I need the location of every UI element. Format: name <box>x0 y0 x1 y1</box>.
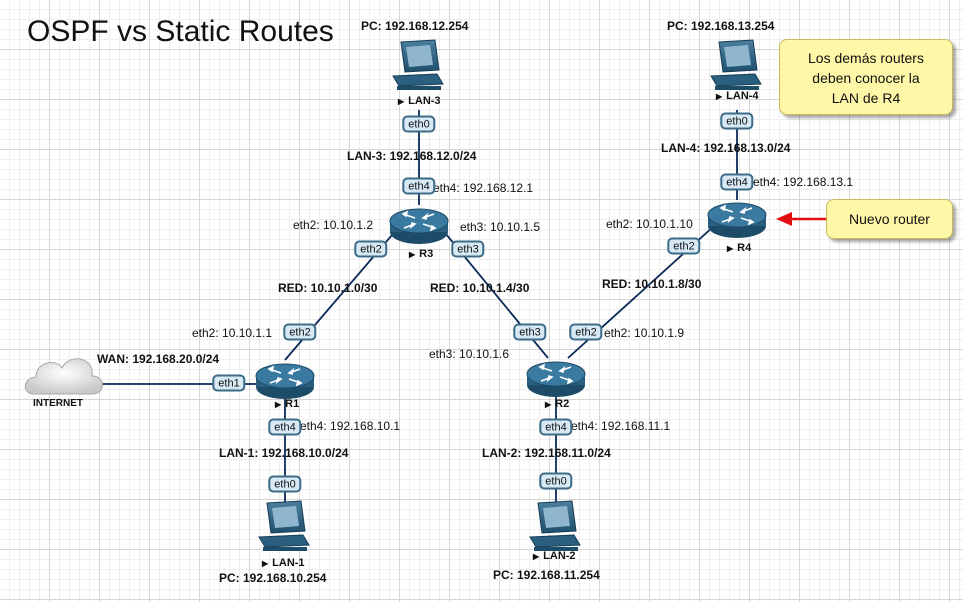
play-icon: ▶ <box>533 552 540 561</box>
device-label-lan2: ▶LAN-2 <box>533 550 576 562</box>
device-name: R2 <box>555 398 570 410</box>
port-r1-eth2[interactable]: eth2 <box>283 323 317 341</box>
device-name: LAN-2 <box>543 550 576 562</box>
pc-icon-lan4[interactable] <box>710 39 762 90</box>
port-lan1-eth0[interactable]: eth0 <box>268 475 302 493</box>
router-icon-r1[interactable] <box>255 363 315 399</box>
device-name: R3 <box>419 248 434 260</box>
page-title: OSPF vs Static Routes <box>27 15 334 48</box>
pc-label-lan2: PC: 192.168.11.254 <box>493 568 600 582</box>
note-nuevo-router: Nuevo router <box>826 199 953 239</box>
device-name: R4 <box>737 242 752 254</box>
cloud-icon <box>24 358 103 395</box>
device-label-lan3: ▶LAN-3 <box>398 95 441 107</box>
play-icon: ▶ <box>545 400 552 409</box>
ip-label-r1-eth4: eth4: 192.168.10.1 <box>300 419 401 433</box>
network-label-red-r2-r4: RED: 10.10.1.8/30 <box>602 277 702 291</box>
port-r3-eth4[interactable]: eth4 <box>402 177 436 195</box>
note-line: deben conocer la <box>812 70 920 86</box>
router-icon-r2[interactable] <box>526 361 586 397</box>
ip-label-r2-eth4: eth4: 192.168.11.1 <box>571 419 671 433</box>
network-label-lan1: LAN-1: 192.168.10.0/24 <box>219 446 349 460</box>
device-name: LAN-3 <box>408 95 441 107</box>
device-label-internet: INTERNET <box>33 398 83 409</box>
play-icon: ▶ <box>409 250 416 259</box>
port-lan3-eth0[interactable]: eth0 <box>402 115 436 133</box>
port-r1-eth1[interactable]: eth1 <box>212 374 246 392</box>
note-routers: Los demás routers deben conocer la LAN d… <box>779 39 953 115</box>
port-r2-eth2[interactable]: eth2 <box>569 323 603 341</box>
pc-label-lan3: PC: 192.168.12.254 <box>361 19 469 33</box>
pc-label-lan4: PC: 192.168.13.254 <box>667 19 775 33</box>
device-name: LAN-4 <box>726 90 759 102</box>
network-label-lan4: LAN-4: 192.168.13.0/24 <box>661 141 791 155</box>
router-icon-r4[interactable] <box>707 202 767 238</box>
red-arrow-icon <box>776 212 826 226</box>
port-r2-eth3[interactable]: eth3 <box>513 323 547 341</box>
port-r3-eth3[interactable]: eth3 <box>451 240 485 258</box>
pc-label-lan1: PC: 192.168.10.254 <box>219 571 327 585</box>
device-label-lan4: ▶LAN-4 <box>716 90 759 102</box>
play-icon: ▶ <box>716 92 723 101</box>
port-r2-eth4[interactable]: eth4 <box>539 418 573 436</box>
router-icon-r3[interactable] <box>389 208 449 244</box>
play-icon: ▶ <box>262 559 269 568</box>
device-name: R1 <box>285 398 300 410</box>
ip-label-r4-eth4: eth4: 192.168.13.1 <box>753 175 854 189</box>
pc-icon-lan2[interactable] <box>529 500 581 551</box>
ip-label-r3-eth3: eth3: 10.10.1.5 <box>460 220 541 234</box>
port-lan2-eth0[interactable]: eth0 <box>539 472 573 490</box>
port-lan4-eth0[interactable]: eth0 <box>720 112 754 130</box>
network-label-lan2: LAN-2: 192.168.11.0/24 <box>482 446 611 460</box>
pc-icon-lan3[interactable] <box>392 39 444 90</box>
port-r4-eth2[interactable]: eth2 <box>667 237 701 255</box>
play-icon: ▶ <box>398 97 405 106</box>
port-r1-eth4[interactable]: eth4 <box>268 418 302 436</box>
network-label-red-r3-r2: RED: 10.10.1.4/30 <box>430 281 530 295</box>
network-label-wan: WAN: 192.168.20.0/24 <box>97 352 220 366</box>
play-icon: ▶ <box>727 244 734 253</box>
note-line: LAN de R4 <box>831 90 901 106</box>
ip-label-r3-eth2: eth2: 10.10.1.2 <box>293 218 374 232</box>
port-r3-eth2[interactable]: eth2 <box>354 240 388 258</box>
device-label-r1: ▶R1 <box>275 398 299 410</box>
device-label-r4: ▶R4 <box>727 242 751 254</box>
device-label-r2: ▶R2 <box>545 398 569 410</box>
ip-label-r2-eth2: eth2: 10.10.1.9 <box>604 326 685 340</box>
ip-label-r2-eth3: eth3: 10.10.1.6 <box>429 347 510 361</box>
ip-label-r3-eth4: eth4: 192.168.12.1 <box>433 181 534 195</box>
play-icon: ▶ <box>275 400 282 409</box>
network-label-lan3: LAN-3: 192.168.12.0/24 <box>347 149 477 163</box>
device-label-r3: ▶R3 <box>409 248 433 260</box>
port-r4-eth4[interactable]: eth4 <box>720 173 754 191</box>
device-name: LAN-1 <box>272 557 305 569</box>
note-line: Los demás routers <box>808 50 924 66</box>
pc-icon-lan1[interactable] <box>258 500 310 551</box>
device-label-lan1: ▶LAN-1 <box>262 557 305 569</box>
ip-label-r1-eth2: eth2: 10.10.1.1 <box>192 326 273 340</box>
network-label-red-r1-r3: RED: 10.10.1.0/30 <box>278 281 378 295</box>
ip-label-r4-eth2: eth2: 10.10.1.10 <box>606 217 693 231</box>
